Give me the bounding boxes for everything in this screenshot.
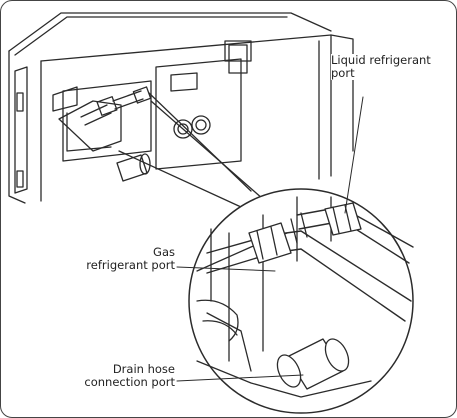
- zoom-connector-lines: [118, 92, 264, 208]
- drain-hose-connection-port-label: Drain hose connection port: [61, 363, 175, 389]
- liquid-refrigerant-port-label: Liquid refrigerant port: [331, 53, 431, 80]
- gas-refrigerant-port-label: Gas refrigerant port: [61, 246, 175, 272]
- leader-lines: [176, 96, 364, 382]
- indoor-unit-body: [8, 12, 354, 204]
- magnified-detail-view: [188, 188, 414, 414]
